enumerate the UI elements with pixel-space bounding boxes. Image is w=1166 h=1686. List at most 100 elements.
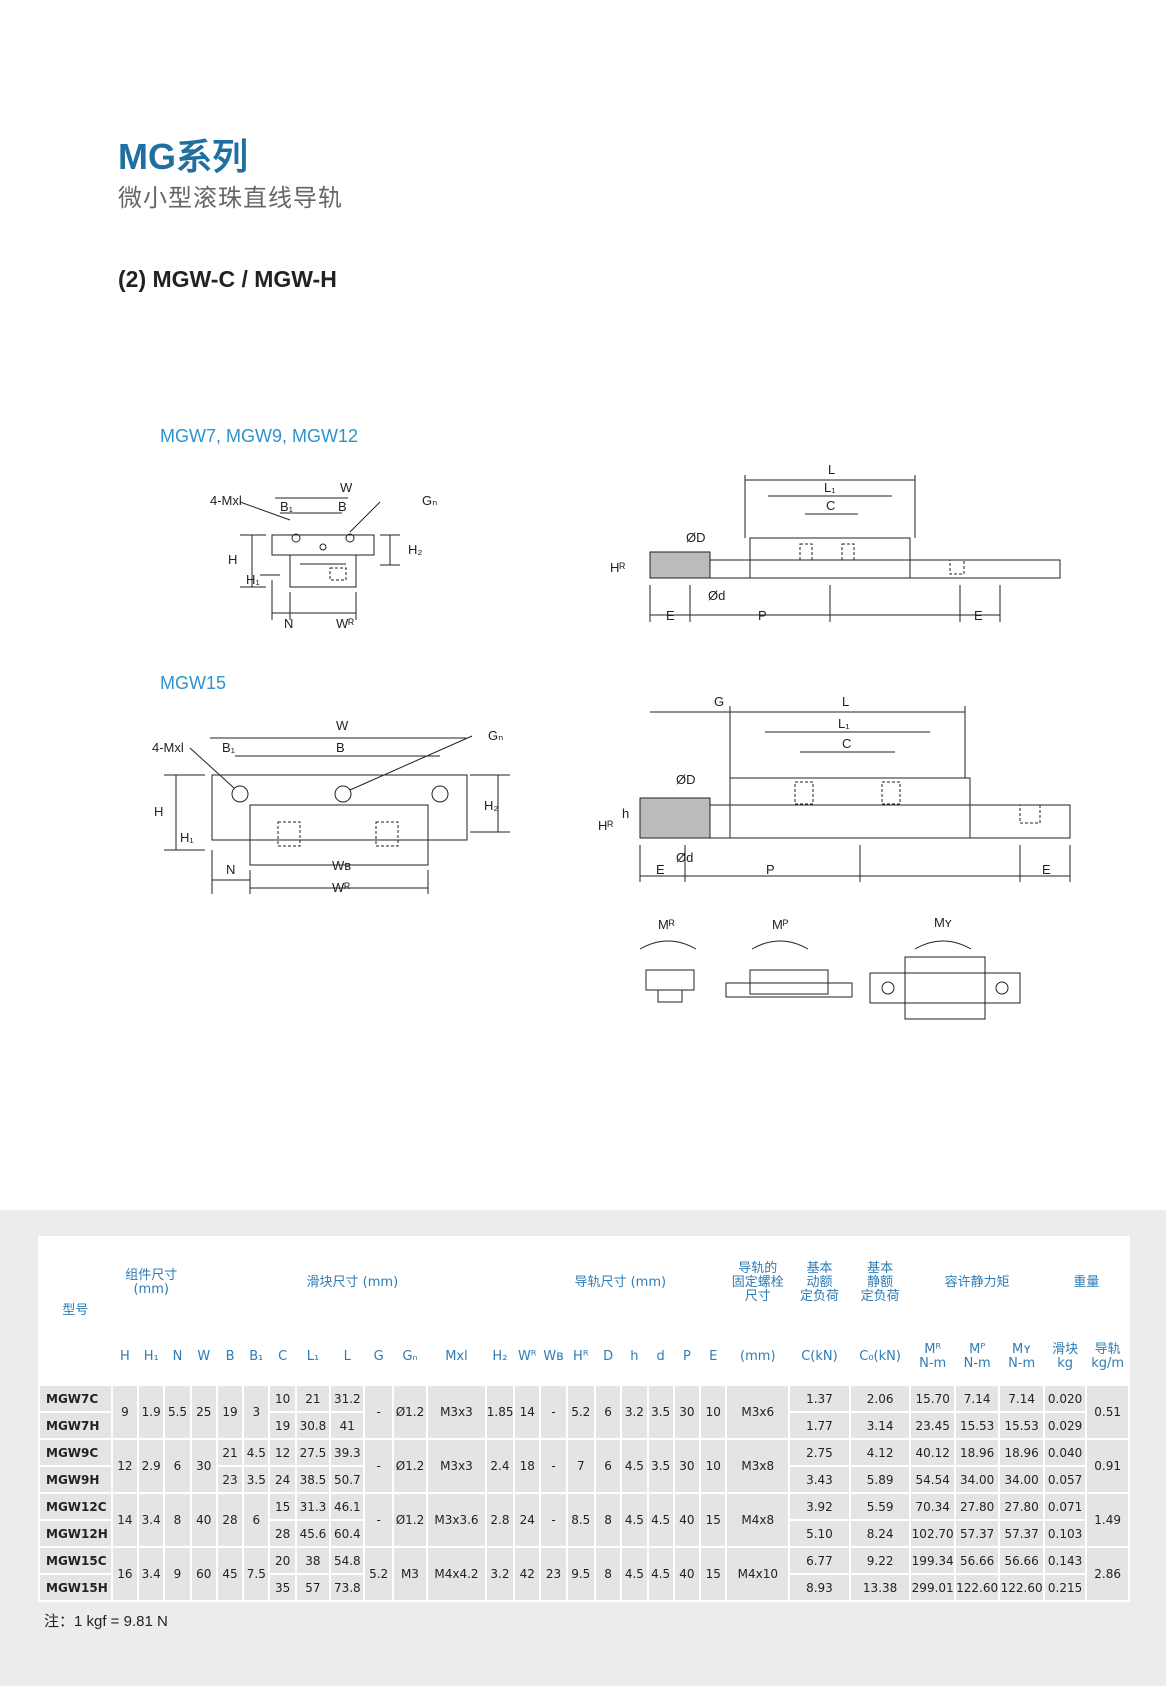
sub-c: C xyxy=(268,1328,297,1386)
dim-gn: Gₙ xyxy=(422,493,437,508)
dim-p-large: P xyxy=(766,862,775,877)
dim-h-large: H xyxy=(154,804,163,819)
cell-l1: 57 xyxy=(294,1573,332,1602)
cell-c0: 8.24 xyxy=(848,1519,912,1548)
cell-mp: 122.60 xyxy=(953,1573,1001,1602)
dim-b1: B₁ xyxy=(280,499,294,514)
cell-l: 60.4 xyxy=(329,1519,366,1548)
sub-h-rail: h xyxy=(620,1328,649,1386)
sub-wr: Wᴿ xyxy=(513,1328,542,1386)
cell-model: MGW12H xyxy=(38,1519,113,1548)
cell-g: - xyxy=(363,1492,394,1548)
cell-rail_w: 0.51 xyxy=(1085,1384,1130,1440)
sub-mp-name: Mᴾ xyxy=(969,1342,986,1357)
cell-l1: 45.6 xyxy=(294,1519,332,1548)
cell-kg: 0.057 xyxy=(1042,1465,1088,1494)
dim-h1: H₁ xyxy=(246,572,260,587)
col-moment: 容许静力矩 xyxy=(909,1236,1045,1330)
cell-mr: 23.45 xyxy=(909,1411,956,1440)
sub-mr-name: Mᴿ xyxy=(924,1342,942,1357)
dim-w-large: W xyxy=(336,718,349,733)
cell-mr: 70.34 xyxy=(909,1492,956,1521)
figure-label-small: MGW7, MGW9, MGW12 xyxy=(160,426,358,446)
cell-c: 24 xyxy=(268,1465,297,1494)
cell-d: 6 xyxy=(593,1438,623,1494)
series-title: MG系列 xyxy=(118,136,248,177)
cell-wb: - xyxy=(539,1438,568,1494)
cell-c0: 9.22 xyxy=(848,1546,912,1575)
cell-ck: 1.77 xyxy=(788,1411,851,1440)
cell-p: 40 xyxy=(672,1492,702,1548)
moment-mr-label: Mᴿ xyxy=(658,917,675,932)
moment-my-label: Mʏ xyxy=(934,915,952,930)
side-view-small: L L₁ C ØD Ød Hᴿ E P E xyxy=(610,462,1061,623)
cell-my: 7.14 xyxy=(998,1384,1045,1413)
cell-b: 19 xyxy=(215,1384,245,1440)
sub-d-small: d xyxy=(646,1328,675,1386)
cell-rail_w: 2.86 xyxy=(1085,1546,1130,1602)
cell-kg: 0.103 xyxy=(1042,1519,1088,1548)
cell-e: 15 xyxy=(699,1492,728,1548)
sub-h1: H₁ xyxy=(137,1328,166,1386)
cell-ck: 5.10 xyxy=(788,1519,851,1548)
sub-mxl: Mxl xyxy=(426,1328,487,1386)
cell-h1: 1.9 xyxy=(137,1384,166,1440)
sub-d: D xyxy=(593,1328,623,1386)
cell-mr: 102.70 xyxy=(909,1519,956,1548)
dim-wr-large: Wᴿ xyxy=(332,880,350,895)
sub-p: P xyxy=(672,1328,702,1386)
cell-l1: 38.5 xyxy=(294,1465,332,1494)
dim-h: H xyxy=(228,552,237,567)
cell-wr: 18 xyxy=(513,1438,542,1494)
cell-c0: 13.38 xyxy=(848,1573,912,1602)
sub-block-weight-unit: kg xyxy=(1057,1356,1073,1371)
cell-d: 8 xyxy=(593,1492,623,1548)
dim-n: N xyxy=(284,616,293,631)
cell-h: 4.5 xyxy=(620,1546,649,1602)
cell-e: 10 xyxy=(699,1384,728,1440)
cell-hr: 9.5 xyxy=(565,1546,596,1602)
cell-mp: 57.37 xyxy=(953,1519,1001,1548)
cell-d: 6 xyxy=(593,1384,623,1440)
dim-wr: Wᴿ xyxy=(336,616,354,631)
cell-l: 41 xyxy=(329,1411,366,1440)
cell-l: 46.1 xyxy=(329,1492,366,1521)
cell-bolt: M3x6 xyxy=(725,1384,791,1440)
cell-bolt: M4x10 xyxy=(725,1546,791,1602)
cell-l: 39.3 xyxy=(329,1438,366,1467)
cell-bolt: M3x8 xyxy=(725,1438,791,1494)
cell-c: 12 xyxy=(268,1438,297,1467)
cell-b1: 3 xyxy=(242,1384,271,1440)
sub-l: L xyxy=(329,1328,366,1386)
cell-h2: 3.2 xyxy=(484,1546,516,1602)
sub-mr-unit: N-m xyxy=(919,1356,947,1371)
dim-hr: Hᴿ xyxy=(610,560,625,575)
cell-h2: 2.8 xyxy=(484,1492,516,1548)
sub-rail-weight-unit: kg/m xyxy=(1091,1356,1125,1371)
cell-mxl: M4x4.2 xyxy=(426,1546,487,1602)
col-model: 型号 xyxy=(38,1236,113,1386)
cell-my: 27.80 xyxy=(998,1492,1045,1521)
sub-hr: Hᴿ xyxy=(565,1328,596,1386)
sub-gn: Gₙ xyxy=(391,1328,429,1386)
cell-h1: 3.4 xyxy=(137,1546,166,1602)
dim-h-side: h xyxy=(622,806,629,821)
cell-b1: 3.5 xyxy=(242,1465,271,1494)
cell-wb: 23 xyxy=(539,1546,568,1602)
dim-p: P xyxy=(758,608,767,623)
cell-b: 21 xyxy=(215,1438,245,1467)
sub-bolt-mm: (mm) xyxy=(725,1328,791,1386)
dim-e-right: E xyxy=(974,608,983,623)
cell-my: 34.00 xyxy=(998,1465,1045,1494)
section-title: (2) MGW-C / MGW-H xyxy=(118,266,337,292)
cell-mp: 27.80 xyxy=(953,1492,1001,1521)
cell-kg: 0.143 xyxy=(1042,1546,1088,1575)
dim-l: L xyxy=(828,462,835,477)
cell-w: 25 xyxy=(189,1384,218,1440)
dim-hr-large: Hᴿ xyxy=(598,818,613,833)
dim-l-large: L xyxy=(842,694,849,709)
cell-wb: - xyxy=(539,1384,568,1440)
